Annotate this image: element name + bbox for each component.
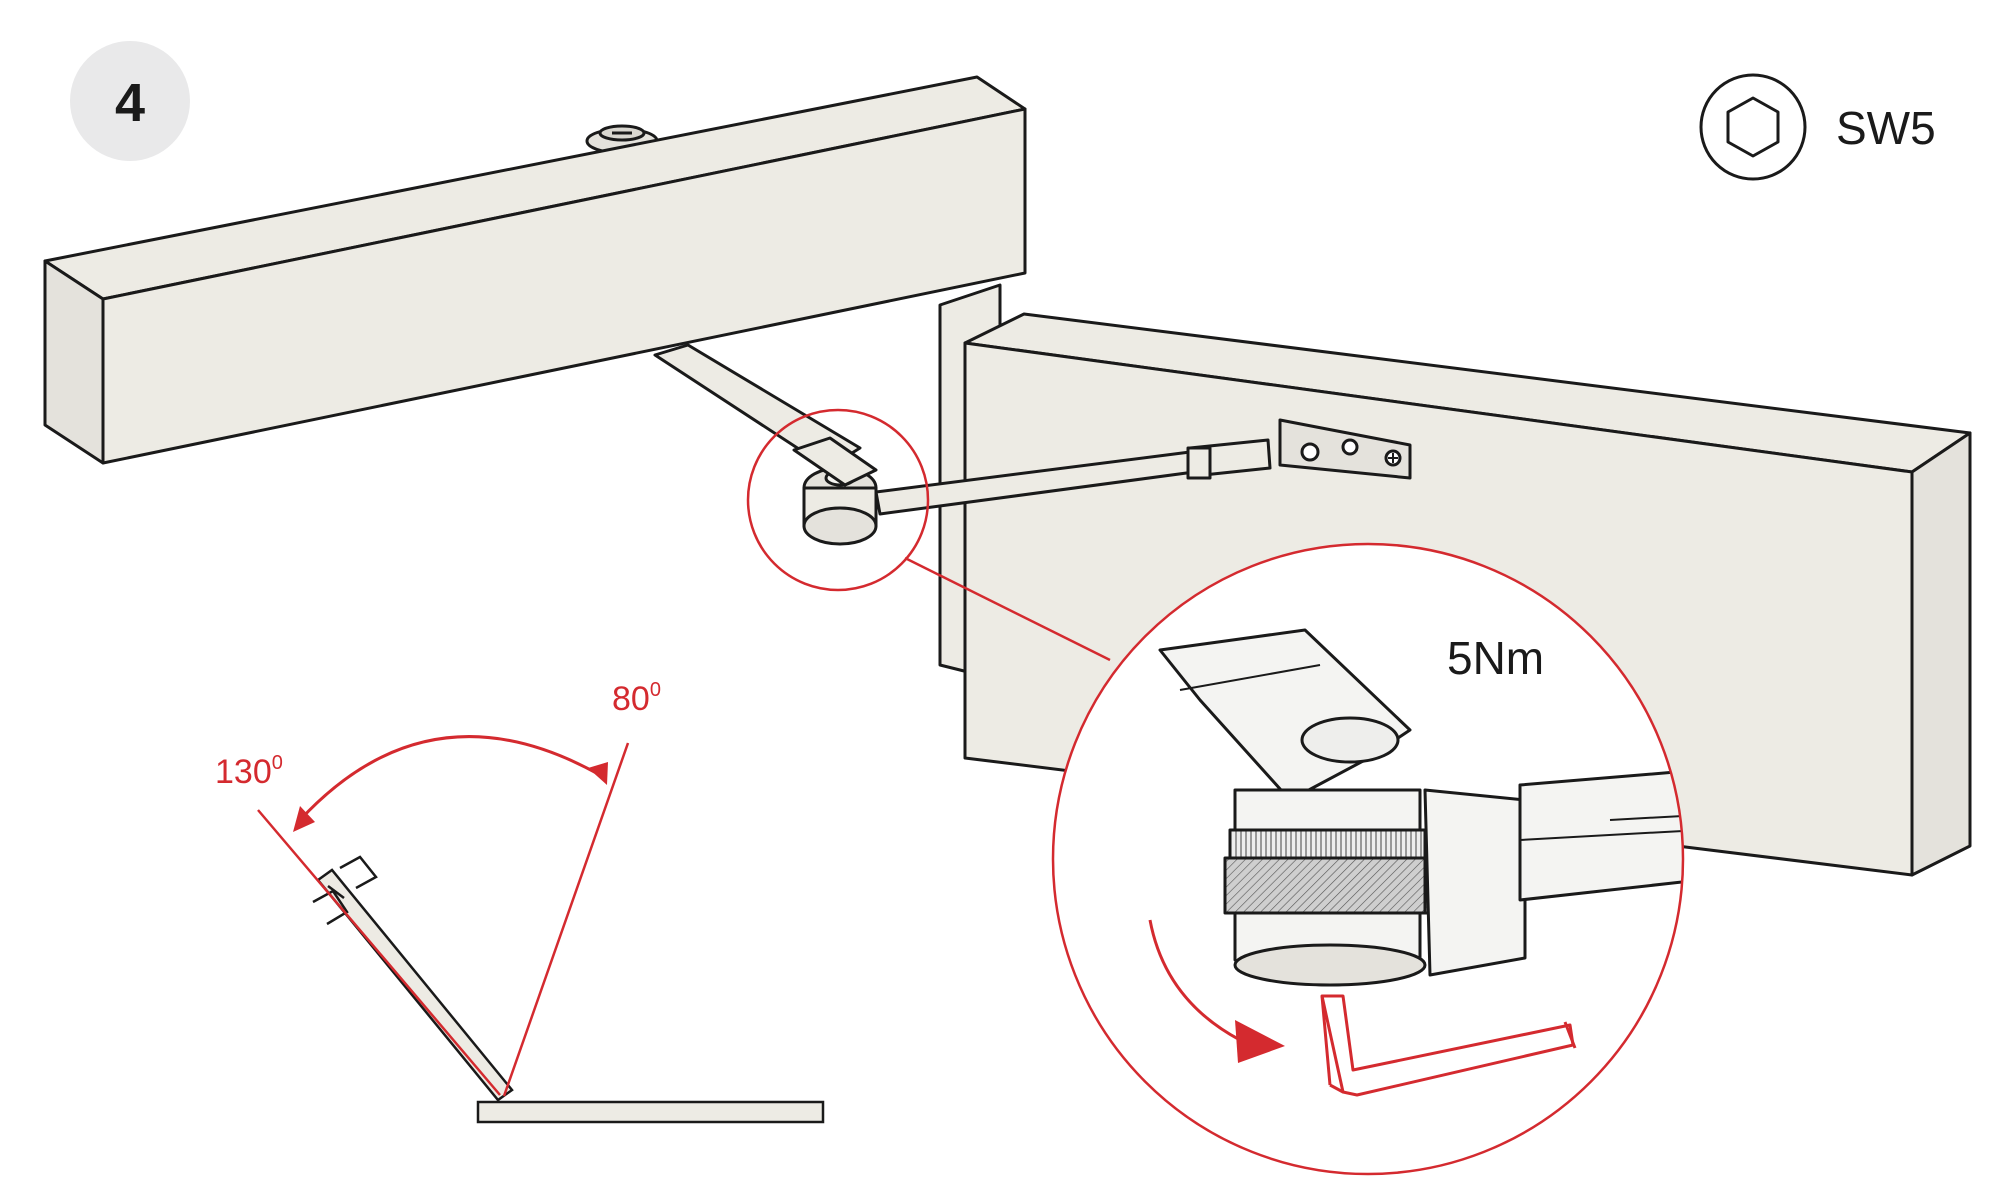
zoom-detail: 5Nm <box>1051 542 1685 1176</box>
step-number: 4 <box>115 73 145 133</box>
tool-size-label: SW5 <box>1836 102 1936 154</box>
detail-callout <box>746 408 1111 662</box>
arc-arrow-left-icon <box>293 806 315 832</box>
hex-key-icon <box>1699 73 1807 181</box>
closed-angle-line <box>502 742 630 1097</box>
closed-angle-label: 800 <box>612 679 661 718</box>
callout-leader-line <box>904 556 1111 662</box>
opening-angle-diagram: 1300 800 <box>215 679 825 1124</box>
arc-arrow-right-icon <box>588 762 608 785</box>
allen-key-icon <box>1320 994 1577 1097</box>
door-frame <box>43 75 1027 682</box>
open-angle-line <box>257 809 501 1096</box>
elbow-highlight-circle <box>746 408 930 592</box>
frame-plate <box>476 1100 825 1124</box>
step-badge: 4 <box>70 41 190 161</box>
door-leaf-plan <box>316 868 514 1102</box>
open-angle-label: 1300 <box>215 752 283 791</box>
tool-indicator: SW5 <box>1699 73 1936 181</box>
bracket-plan <box>312 855 378 926</box>
torque-label: 5Nm <box>1447 632 1544 684</box>
angle-range-arc <box>298 735 601 822</box>
zoom-circle-outline <box>1051 542 1685 1176</box>
rotation-arrow-icon <box>1148 919 1285 1063</box>
closer-arm <box>653 343 1412 546</box>
